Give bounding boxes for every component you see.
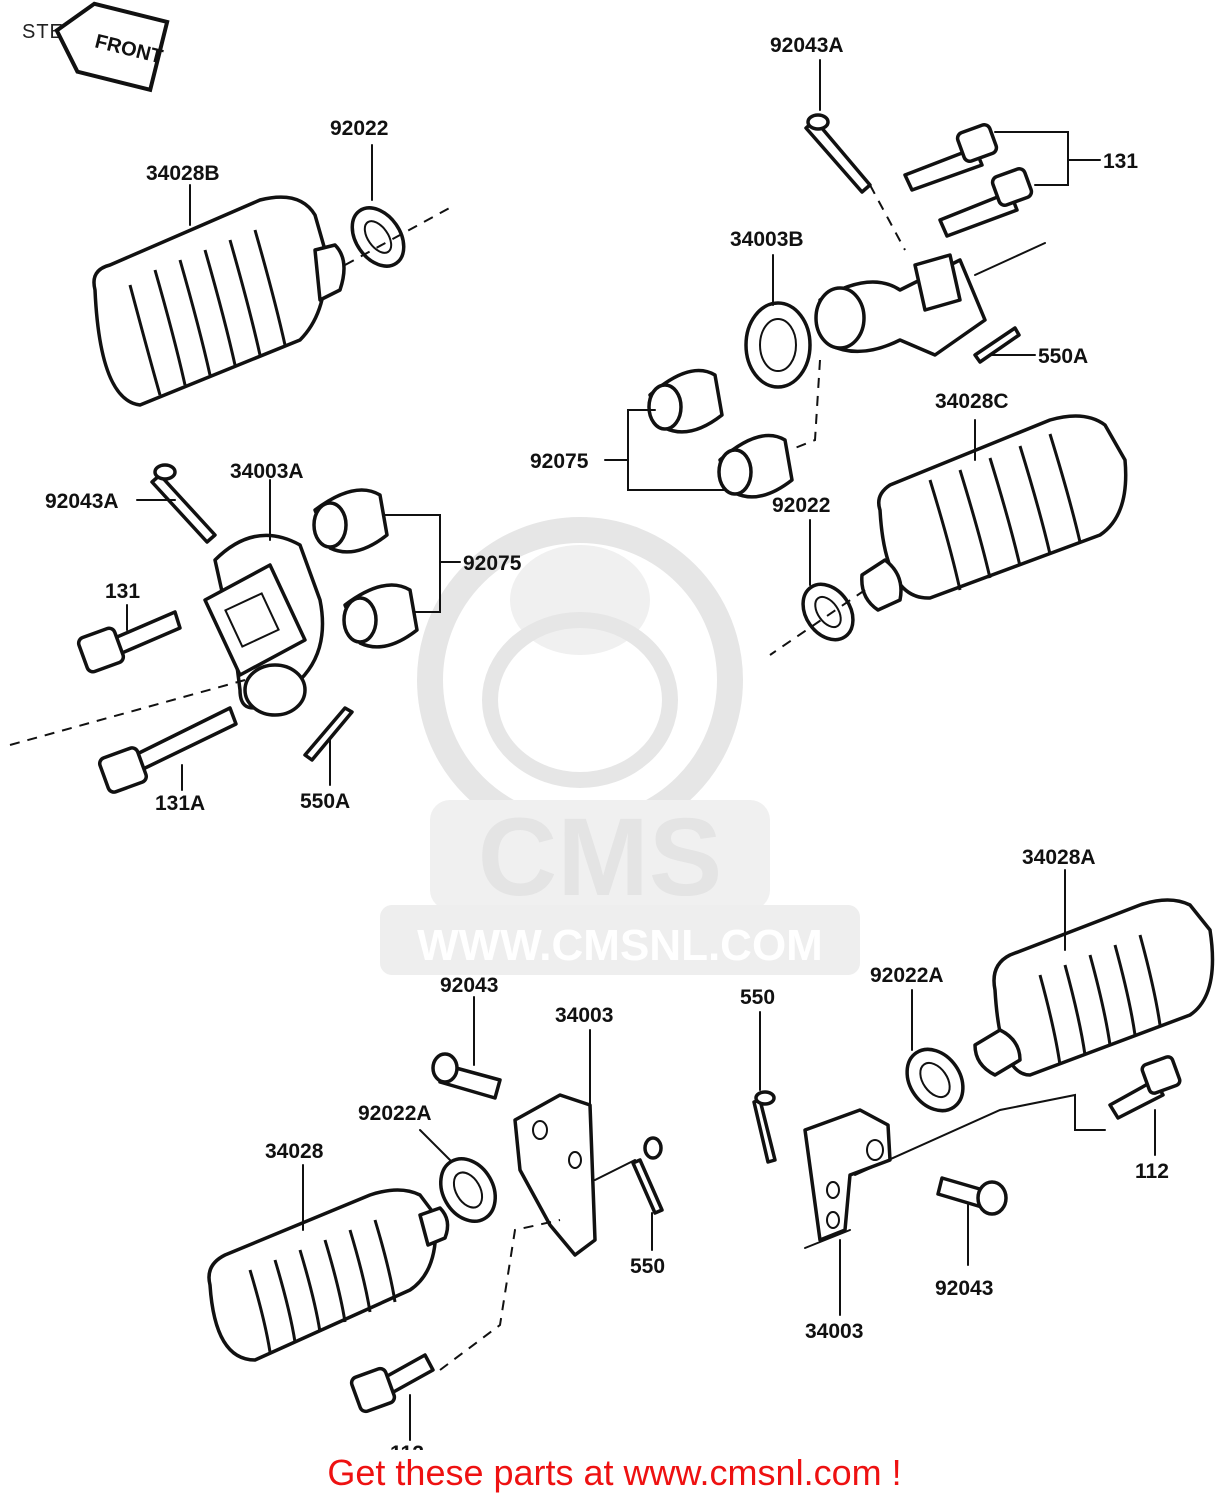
label-550-left: 550: [630, 1255, 665, 1278]
bracket-34003-right: [803, 1108, 892, 1242]
bolt-112-right: [1108, 1055, 1182, 1120]
bushing-92075-left-1: [312, 488, 389, 554]
bushing-92075-top-2: [717, 433, 794, 499]
footer-link[interactable]: Get these parts at www.cmsnl.com !: [327, 1452, 902, 1493]
bracket-34003-left: [513, 1093, 597, 1257]
watermark: CMS WWW.CMSNL.COM: [380, 517, 860, 975]
footpeg-34028B: [92, 195, 346, 407]
label-112-right: 112: [1135, 1160, 1169, 1183]
washer-92022A-right: [905, 1047, 965, 1113]
label-550A-top: 550A: [1038, 345, 1088, 368]
cotter-550-right: [752, 1090, 777, 1164]
watermark-brand: CMS: [478, 796, 722, 919]
label-92075-top: 92075: [530, 450, 589, 473]
front-arrow-sign: FRONT: [54, 1, 170, 93]
pin-92043-left: [431, 1052, 502, 1100]
label-92043A-top: 92043A: [770, 34, 844, 57]
bolt-131-left: [76, 610, 182, 674]
bolt-131-top-2: [938, 167, 1034, 238]
label-34003B: 34003B: [730, 228, 804, 251]
label-92022A-left: 92022A: [358, 1102, 432, 1125]
bolt-131A: [97, 706, 238, 794]
washer-92022-top: [350, 206, 406, 268]
label-34003A: 34003A: [230, 460, 304, 483]
label-92043-right: 92043: [935, 1277, 993, 1300]
footpeg-34028C: [860, 414, 1128, 612]
pin-92043A-top: [804, 113, 872, 194]
bushing-92075-top-1: [647, 368, 724, 434]
label-92075-left: 92075: [463, 552, 522, 575]
cotter-550-left: [631, 1136, 664, 1215]
washer-92022-right: [801, 582, 855, 642]
bracket-34003B: [744, 253, 987, 389]
parts-diagram: CMS WWW.CMSNL.COM STEP FRONT 34028B 9202…: [9, 1, 1215, 1450]
label-92043-left: 92043: [440, 974, 498, 997]
footpeg-34028A: [973, 898, 1215, 1077]
label-550A-left: 550A: [300, 790, 350, 813]
label-550-right: 550: [740, 986, 775, 1009]
label-34028A: 34028A: [1022, 846, 1096, 869]
label-131A: 131A: [155, 792, 205, 815]
label-92022-right: 92022: [772, 494, 830, 517]
label-34003-right: 34003: [805, 1320, 863, 1343]
cotter-550A-left: [303, 706, 354, 762]
footpeg-34028: [207, 1188, 450, 1362]
washer-92022A-left: [439, 1157, 497, 1223]
label-112-left: 112: [390, 1442, 424, 1450]
label-92043A-left: 92043A: [45, 490, 119, 513]
pin-92043A-left: [150, 463, 217, 544]
watermark-url: WWW.CMSNL.COM: [417, 921, 823, 970]
bracket-34003A: [203, 533, 325, 717]
label-131-top: 131: [1103, 150, 1138, 173]
label-34003-left: 34003: [555, 1004, 613, 1027]
label-34028B: 34028B: [146, 162, 220, 185]
bolt-131-top-1: [903, 123, 999, 192]
label-92022-top: 92022: [330, 117, 388, 140]
cotter-550A-top: [973, 326, 1021, 364]
label-131-left: 131: [105, 580, 140, 603]
pin-92043-right: [936, 1176, 1008, 1216]
label-92022A-right: 92022A: [870, 964, 944, 987]
bushing-92075-left-2: [342, 583, 419, 649]
label-34028C: 34028C: [935, 390, 1009, 413]
bolt-112-left: [349, 1353, 435, 1414]
label-34028: 34028: [265, 1140, 324, 1163]
